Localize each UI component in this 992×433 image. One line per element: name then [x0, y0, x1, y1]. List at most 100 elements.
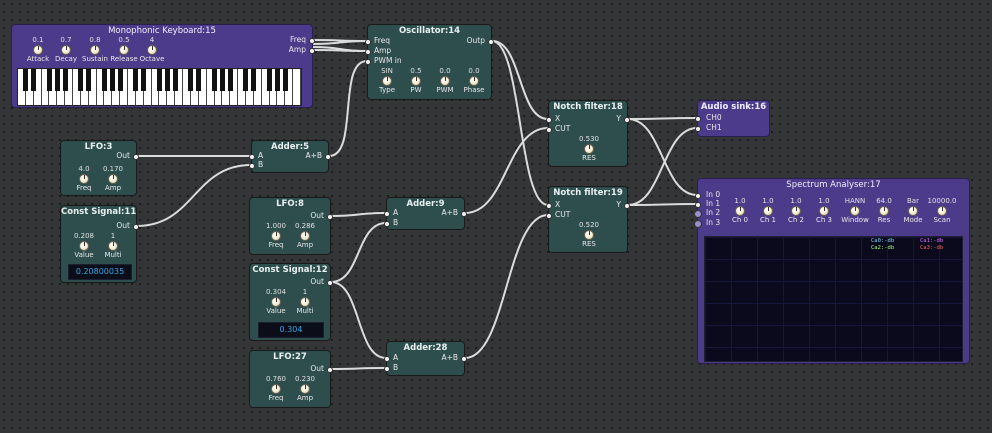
black-key[interactable] [172, 69, 178, 91]
wire-2[interactable] [312, 40, 368, 45]
sum-output-port[interactable] [325, 154, 331, 160]
x-input-port[interactable] [546, 117, 552, 123]
amp-input-port[interactable] [365, 49, 371, 55]
wire-18[interactable] [627, 203, 698, 206]
wire-15[interactable] [627, 117, 698, 120]
y-output-port[interactable] [624, 117, 630, 123]
white-key[interactable] [34, 69, 42, 105]
black-key[interactable] [117, 69, 123, 91]
wire-5[interactable] [136, 164, 252, 227]
out-output-port[interactable] [133, 224, 139, 230]
adder-28-node[interactable]: Adder:28 A B A+B [384, 341, 467, 376]
black-key[interactable] [54, 69, 60, 91]
wire-10[interactable] [330, 222, 387, 283]
sum-output-port[interactable] [461, 356, 467, 362]
black-key[interactable] [157, 69, 162, 91]
a-input-port[interactable] [249, 154, 255, 160]
adder-9-node[interactable]: Adder:9 A B A+B [384, 197, 467, 230]
wire-8[interactable] [491, 40, 549, 206]
white-key[interactable] [89, 69, 97, 105]
b-input-port[interactable] [384, 366, 390, 372]
spectrum-analyser-17-node[interactable]: Spectrum Analyser:17 In 0 In 1 In 2 In 3… [694, 178, 970, 364]
out-output-port[interactable] [327, 367, 333, 373]
in3-input-port[interactable] [694, 220, 702, 228]
wire-13[interactable] [464, 127, 549, 214]
black-key[interactable] [101, 69, 107, 91]
wire-9[interactable] [330, 212, 387, 217]
wire-6[interactable] [328, 60, 368, 157]
black-key[interactable] [78, 69, 84, 91]
wire-17[interactable] [627, 127, 698, 206]
wire-11[interactable] [330, 281, 387, 359]
black-key[interactable] [62, 69, 68, 91]
a-input-port[interactable] [384, 211, 390, 217]
freq-input-port[interactable] [365, 39, 371, 45]
black-key[interactable] [86, 69, 92, 91]
wire-16[interactable] [627, 118, 698, 196]
b-input-port[interactable] [249, 163, 255, 169]
black-key[interactable] [109, 69, 115, 91]
in2-input-port[interactable] [694, 210, 702, 218]
wire-14[interactable] [464, 214, 549, 359]
pwm-input-port[interactable] [365, 59, 371, 65]
adder-5-node[interactable]: Adder:5 A B A+B [249, 140, 331, 173]
black-key[interactable] [188, 69, 194, 91]
wire-7[interactable] [491, 40, 549, 120]
ch0-input-port[interactable] [695, 116, 701, 122]
wire-1[interactable] [312, 49, 368, 52]
black-key[interactable] [164, 69, 170, 91]
x-input-port[interactable] [546, 203, 552, 209]
black-key[interactable] [31, 69, 37, 91]
white-key[interactable] [254, 69, 262, 105]
white-key[interactable] [144, 69, 152, 105]
audio-sink-16-node[interactable]: Audio sink:16 CH0 CH1 [695, 100, 770, 137]
black-key[interactable] [227, 69, 233, 91]
wire-0[interactable] [312, 39, 368, 42]
black-key[interactable] [251, 69, 257, 91]
white-key[interactable] [285, 69, 294, 105]
freq-output-port[interactable] [309, 38, 315, 44]
in0-input-port[interactable] [695, 193, 701, 199]
white-key[interactable] [199, 69, 207, 105]
black-key[interactable] [141, 69, 147, 91]
out-output-port[interactable] [133, 154, 139, 160]
black-key[interactable] [274, 69, 280, 91]
outp-output-port[interactable] [488, 39, 494, 45]
black-key[interactable] [46, 69, 52, 91]
sum-output-port[interactable] [461, 211, 467, 217]
ch1-input-port[interactable] [695, 126, 701, 132]
a-input-port[interactable] [384, 356, 390, 362]
